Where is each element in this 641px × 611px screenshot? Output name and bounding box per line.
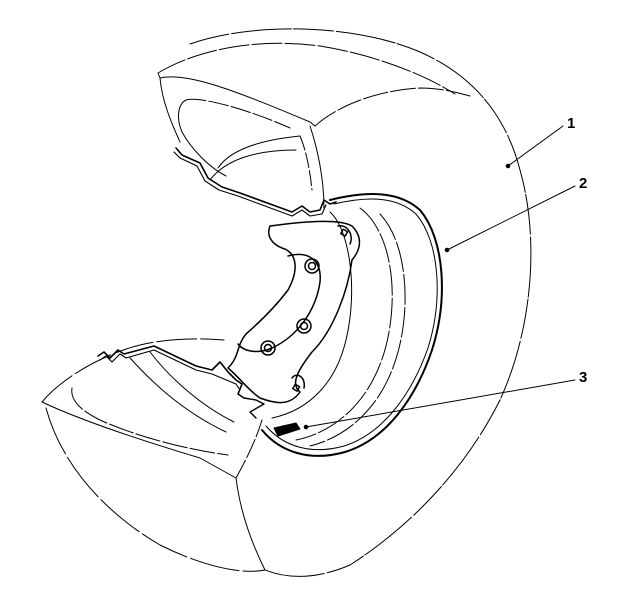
- callout-2-label: 2: [579, 175, 588, 192]
- valve-stem: [274, 423, 300, 436]
- callout-1-label: 1: [567, 115, 576, 132]
- wheel-rim: [262, 194, 442, 456]
- wheel-hub: [228, 221, 360, 402]
- callout-3-label: 3: [579, 369, 588, 386]
- leader-lines: [304, 126, 575, 429]
- tire-outline: [42, 29, 531, 576]
